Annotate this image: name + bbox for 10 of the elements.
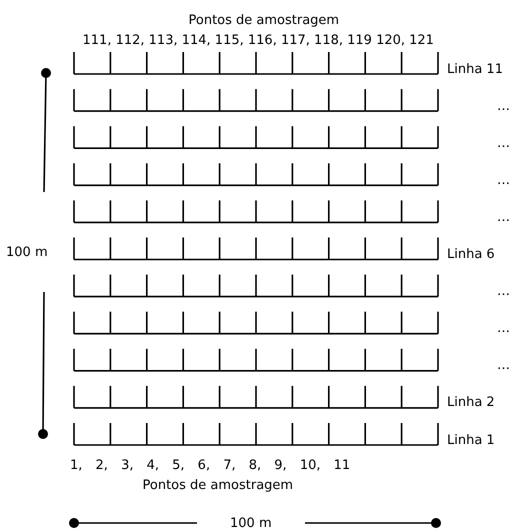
point-numbers: 111, 112, 113, 114, 115, 116, 117, 118, 119 120, 121: [82, 34, 434, 46]
line-label: Linha 6: [447, 248, 495, 261]
point-numbers: 1, 2, 3, 4, 5, 6, 7, 8, 9, 10, 11: [70, 458, 350, 472]
line-label: Linha 2: [447, 396, 495, 410]
dimension-label: 100 m: [6, 246, 48, 259]
dimension-label: 100 m: [230, 516, 272, 530]
line-label: Linha 11: [447, 62, 503, 76]
axis-title: Pontos de amostragem: [142, 478, 294, 492]
axis-title: Pontos de amostragem: [188, 14, 340, 26]
line-label: Linha 1: [447, 434, 495, 446]
